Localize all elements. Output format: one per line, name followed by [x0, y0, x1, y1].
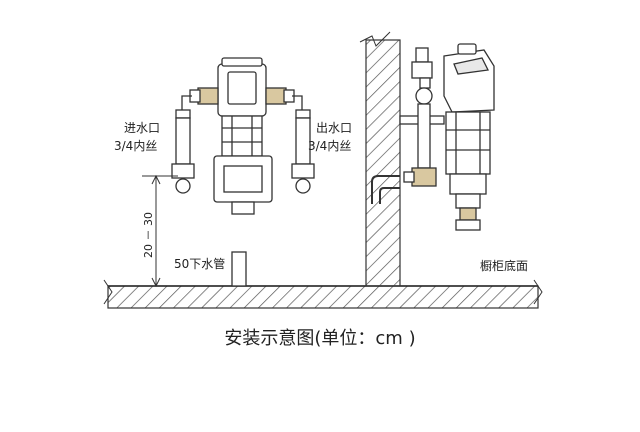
- outlet-label: 出水口: [316, 121, 352, 135]
- prefilter-front-view: [171, 57, 315, 215]
- outlet-spec-label: 3/4内丝: [308, 139, 351, 153]
- inlet-label: 进水口: [124, 121, 160, 135]
- height-range-label: 20 － 30: [142, 212, 155, 258]
- cabinet-bottom-label: 橱柜底面: [480, 258, 528, 273]
- height-dimension: [142, 174, 178, 288]
- cabinet-floor: [103, 279, 543, 309]
- inlet-spec-label: 3/4内丝: [114, 139, 157, 153]
- prefilter-side-view: [371, 43, 495, 231]
- drain-pipe-label: 50下水管: [174, 256, 225, 271]
- caption: 安装示意图(单位：cm ): [224, 328, 415, 349]
- wall: [359, 31, 401, 287]
- drain-pipe: [231, 251, 247, 287]
